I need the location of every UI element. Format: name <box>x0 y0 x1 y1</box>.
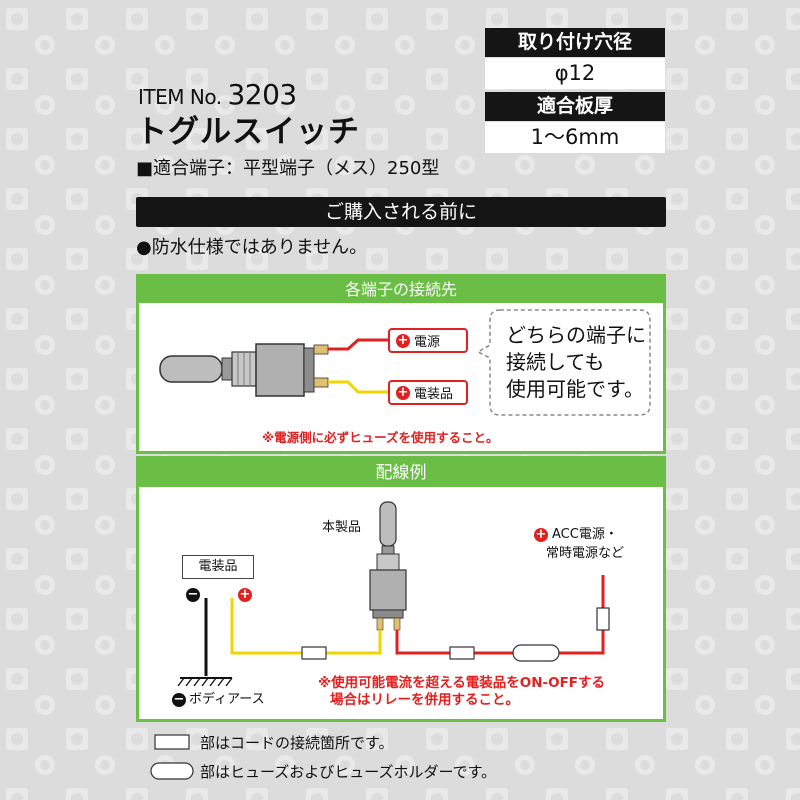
device-wire <box>328 380 388 394</box>
panel-thickness-value: 1〜6mm <box>485 122 665 153</box>
minus-terminal: − <box>186 583 203 602</box>
acc-power-label: + ACC電源・ 常時電源など <box>534 525 624 563</box>
hole-diameter-value: φ12 <box>485 58 665 89</box>
speech-bubble <box>476 309 651 416</box>
minus-icon: − <box>172 692 186 707</box>
bubble-line: 使用可能です。 <box>506 377 644 401</box>
relay-note: ※使用可能電流を超える電装品をON-OFFする 場合はリレーを併用すること。 <box>318 675 605 709</box>
product-name: トグルスイッチ <box>136 114 360 150</box>
yellow-wire <box>230 598 382 655</box>
wire-connector <box>449 646 475 660</box>
bubble-line: 接続しても <box>506 350 605 374</box>
legend-fuse-icon <box>150 762 194 780</box>
ground-symbol <box>177 677 233 687</box>
toggle-switch-icon <box>159 343 329 397</box>
plus-icon: + <box>396 384 410 400</box>
product-switch-icon <box>369 501 407 631</box>
waterproof-notice: ●防水仕様ではありません。 <box>136 237 368 258</box>
panel-thickness-label: 適合板厚 <box>485 92 665 121</box>
product-label: 本製品 <box>322 520 362 535</box>
wiring-panel-title: 配線例 <box>139 459 663 487</box>
notice-title: ご購入される前に <box>136 197 666 227</box>
ground-label-line: −ボディアース <box>172 688 265 707</box>
fuse-holder <box>512 644 560 662</box>
ground-label: ボディアース <box>189 692 265 707</box>
item-label: ITEM No. <box>138 85 222 109</box>
hole-diameter-label: 取り付け穴径 <box>485 28 665 57</box>
power-box: + 電源 <box>388 328 468 353</box>
acc-line1: ACC電源・ <box>552 527 618 542</box>
legend-connection-text: 部はコードの接続箇所です。 <box>200 734 394 752</box>
bubble-text: どちらの端子に 接続しても 使用可能です。 <box>506 322 646 403</box>
plus-icon: + <box>396 332 410 348</box>
relay-note-line: ※使用可能電流を超える電装品をON-OFFする <box>318 675 606 691</box>
power-wire <box>328 338 388 351</box>
relay-note-line: 場合はリレーを併用すること。 <box>330 692 519 708</box>
legend-fuse-text: 部はヒューズおよびヒューズホルダーです。 <box>200 763 497 781</box>
legend-connector-icon <box>154 734 190 750</box>
item-number-line: ITEM No. 3203 <box>138 78 297 111</box>
red-wire <box>395 575 605 655</box>
plus-icon: + <box>238 587 252 602</box>
plus-icon: + <box>534 527 548 542</box>
acc-line2: 常時電源など <box>546 546 625 561</box>
power-label: 電源 <box>414 335 441 350</box>
connection-panel-title: 各端子の接続先 <box>139 277 663 303</box>
item-number: 3203 <box>227 78 297 111</box>
device-label: 電装品 <box>414 387 454 402</box>
plus-terminal: + <box>238 583 256 602</box>
wire-connector <box>301 646 327 660</box>
device-box: + 電装品 <box>388 380 468 405</box>
fuse-note: ※電源側に必ずヒューズを使用すること。 <box>262 430 499 445</box>
terminal-info: ■適合端子：平型端子（メス）250型 <box>136 158 440 179</box>
minus-icon: − <box>186 587 200 602</box>
wire-connector <box>596 607 610 631</box>
device-box-wiring: 電装品 <box>182 555 254 579</box>
bubble-line: どちらの端子に <box>506 323 646 347</box>
